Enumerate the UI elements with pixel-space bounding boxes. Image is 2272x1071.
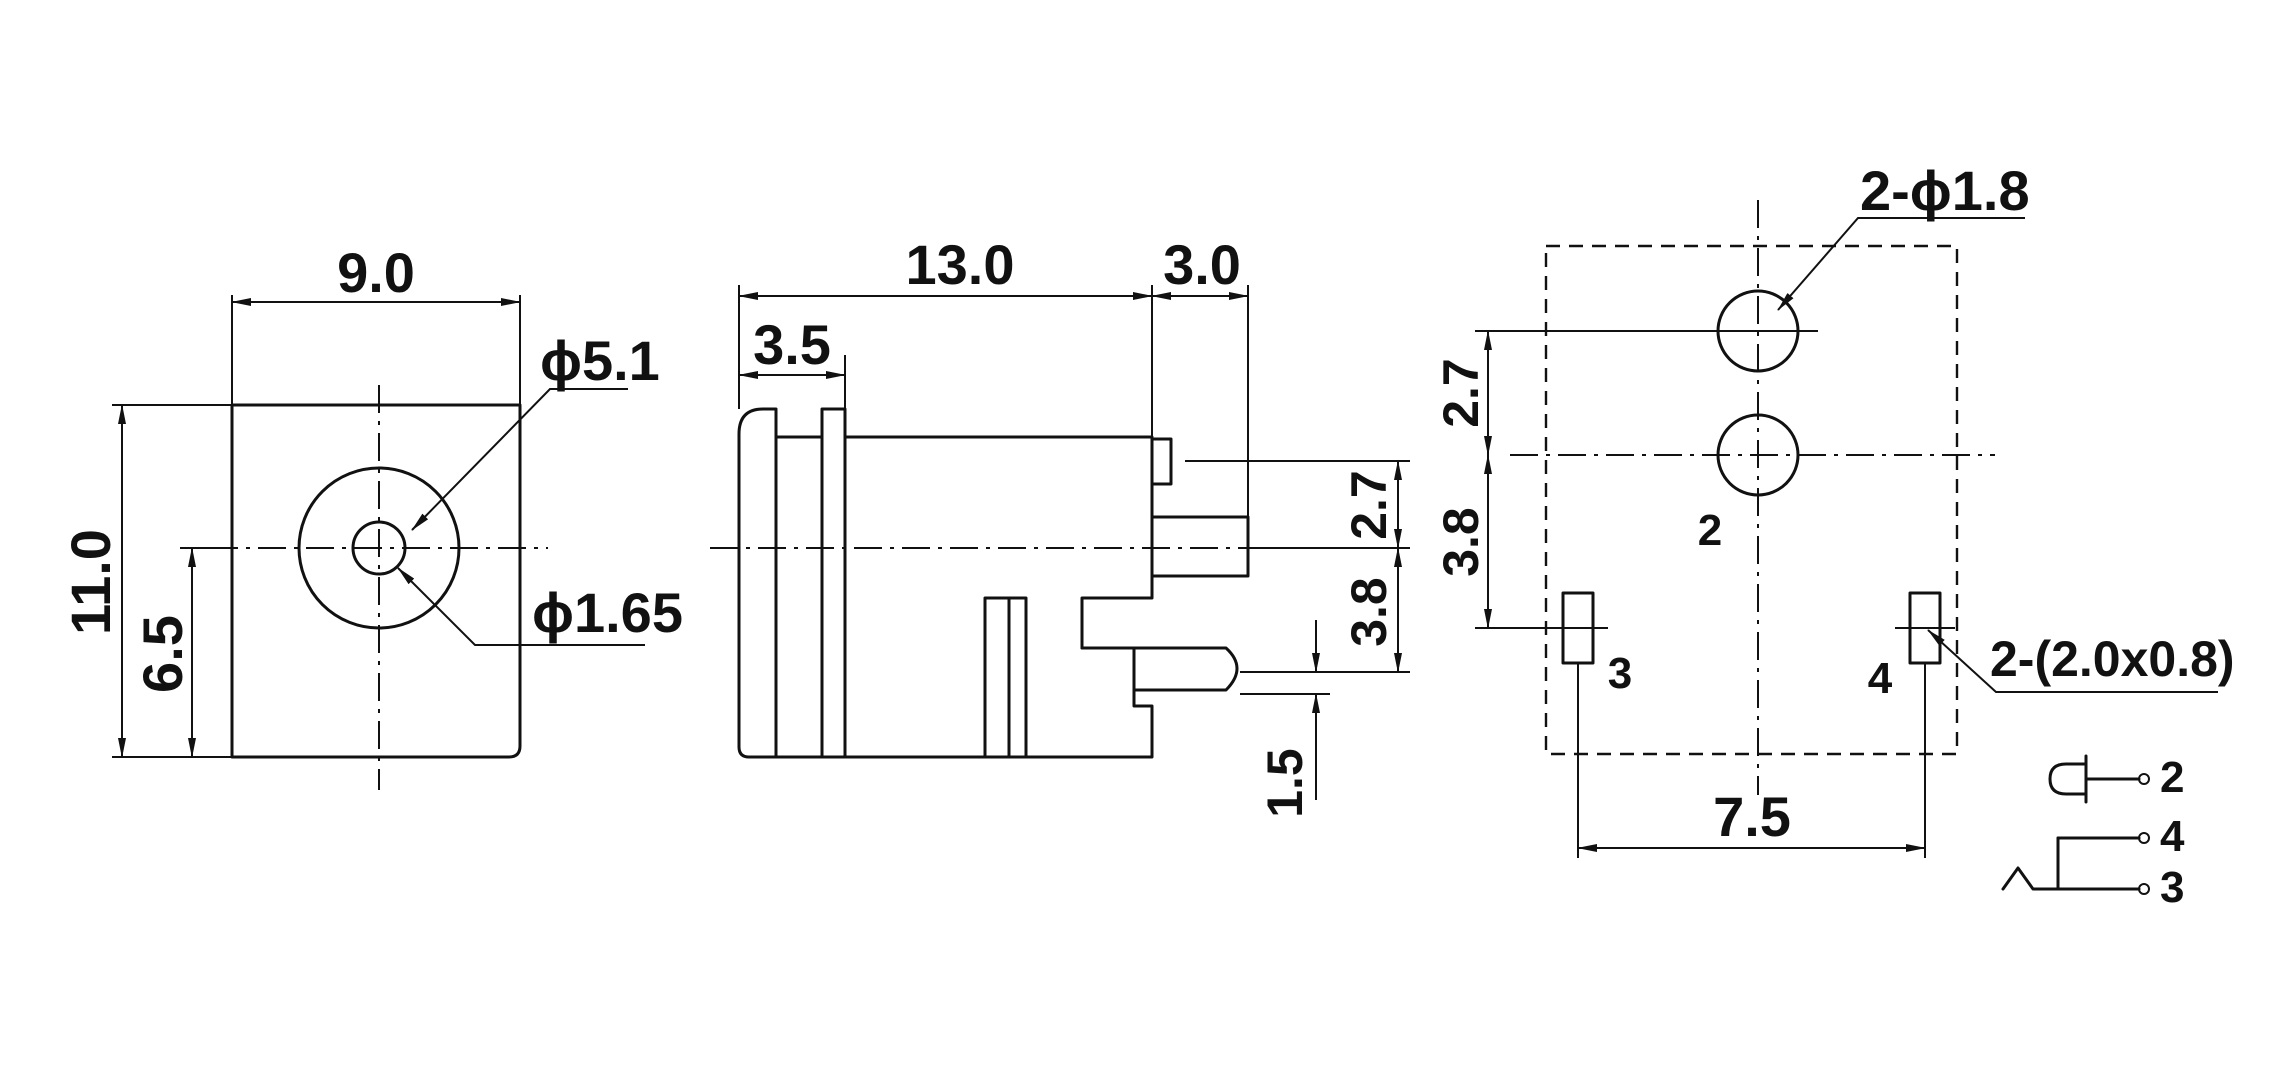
side-body-outline [774,435,1154,759]
pcb-pin-label-4: 4 [1868,654,1893,703]
schematic-terminal-2 [2138,773,2150,785]
front-center-height-label: 6.5 [131,615,194,693]
pcb-pin-spacing-label: 7.5 [1713,785,1791,848]
side-flange-label: 3.5 [753,313,831,376]
pcb-slot-leader [1927,629,2218,693]
pcb-middle-hole [1716,413,1800,497]
pcb-pin-label-3: 3 [1608,649,1632,698]
schematic-pin-label-4: 4 [2160,812,2185,861]
front-width-label: 9.0 [337,241,415,304]
schematic-switch-contact [2001,866,2141,891]
pcb-hole-leader [1777,217,2025,311]
pin-diameter-label: ϕ1.65 [532,581,683,644]
outer-diameter-leader [411,388,628,531]
side-pin-thickness-label: 1.5 [1257,748,1313,818]
pcb-pin-label-2: 2 [1698,506,1722,555]
side-view: 13.0 3.0 3.5 2.7 3.8 1.5 [710,233,1410,818]
schematic-terminal-4 [2138,832,2150,844]
schematic-pin-symbol [2048,762,2088,796]
pin-diameter-leader [397,567,645,646]
schematic-pin-label-2: 2 [2160,753,2184,802]
front-height-label: 11.0 [59,529,122,635]
side-center-pin [1150,515,1250,578]
schematic-pin-label-3: 3 [2160,863,2184,912]
side-pin-extension-label: 3.0 [1163,233,1241,296]
center-pin-circle [351,520,407,576]
side-front-flange [737,407,778,759]
front-body-outline [230,403,522,759]
side-lower-pin [1080,646,1239,692]
outer-diameter-label: ϕ5.1 [540,329,660,392]
side-second-flange [820,407,847,759]
pcb-view: 2-ϕ1.8 2.7 3.8 7.5 2-(2.0x0.8) 2 3 4 [1433,159,2235,858]
barrel-outer-circle [297,466,461,630]
pcb-hole-label: 2-ϕ1.8 [1860,159,2030,222]
side-lower-pin-label: 3.8 [1341,577,1397,647]
pcb-lower-spacing-label: 3.8 [1433,507,1489,577]
side-upper-pin-label: 2.7 [1341,470,1397,540]
schematic-symbol: 2 4 3 [2001,753,2185,912]
side-lower-boss [983,596,1028,759]
side-length-label: 13.0 [906,233,1015,296]
side-pin-stub [1150,437,1173,486]
front-view: 9.0 11.0 6.5 ϕ5.1 ϕ1.65 [59,241,683,790]
pcb-upper-spacing-label: 2.7 [1433,358,1489,428]
pcb-slot-label: 2-(2.0x0.8) [1990,631,2235,687]
schematic-terminal-3 [2138,883,2150,895]
